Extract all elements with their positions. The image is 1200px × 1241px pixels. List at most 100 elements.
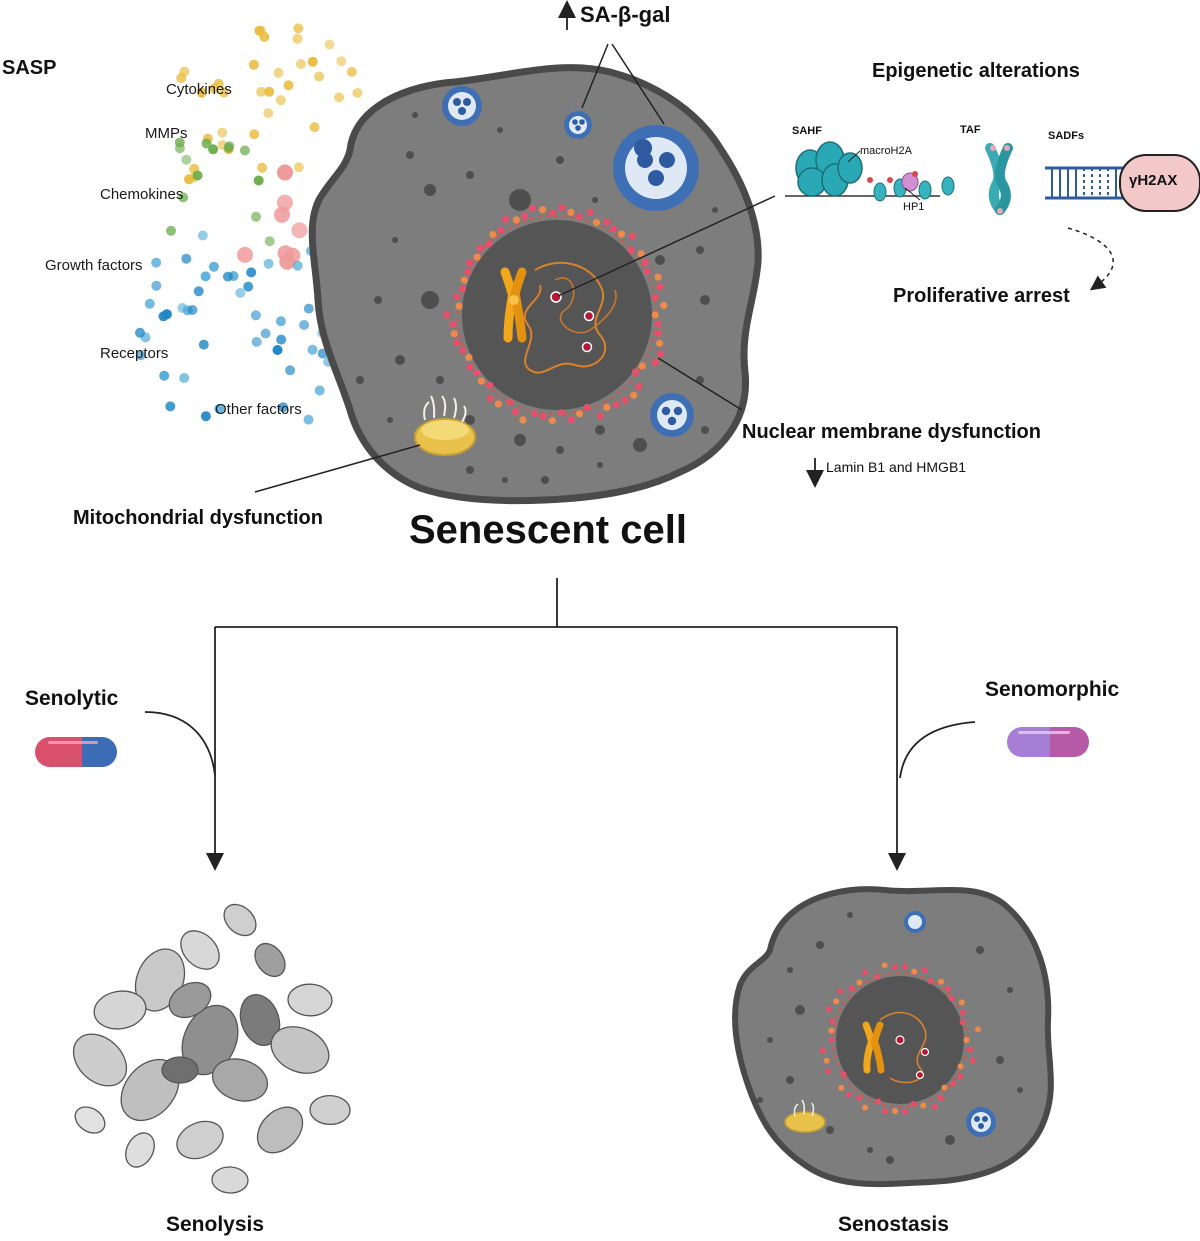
sasp-dot	[256, 86, 267, 97]
lamina-bead	[938, 978, 945, 985]
granule	[556, 156, 564, 164]
lamina-bead	[654, 273, 662, 281]
lamina-bead	[967, 1046, 974, 1053]
lamina-bead	[828, 1037, 835, 1043]
lamina-bead	[460, 276, 468, 284]
lamina-bead	[521, 212, 529, 220]
sasp-dot	[303, 303, 314, 314]
sasp-dot	[295, 59, 306, 70]
lamina-bead	[464, 268, 472, 276]
sasp-dot	[181, 154, 192, 165]
lamina-bead	[506, 398, 514, 406]
lamina-bead	[477, 377, 485, 385]
granule	[395, 355, 405, 365]
lamina-bead	[958, 999, 965, 1006]
lamina-bead	[575, 410, 584, 418]
lamina-bead	[856, 1095, 863, 1101]
sasp-dot	[277, 164, 293, 181]
sasp-dot	[283, 80, 294, 91]
sasp-dot	[249, 129, 260, 140]
page-title: Senescent cell	[409, 508, 687, 552]
lamina-bead	[840, 1071, 847, 1078]
lamina-bead	[862, 1104, 868, 1111]
granule	[436, 376, 444, 384]
granule	[424, 184, 436, 196]
chromosome-icon	[500, 267, 527, 343]
sasp-dot	[200, 411, 211, 422]
sadfs-label: SADFs	[1048, 130, 1085, 142]
sasp-item-chemokines: Chemokines	[100, 186, 184, 203]
debris-fragment	[211, 1058, 269, 1102]
sasp-dot	[303, 414, 314, 425]
senolytic-label: Senolytic	[25, 687, 119, 710]
lamina-bead	[637, 250, 645, 258]
debris-fragment	[168, 981, 212, 1019]
lamina-bead	[603, 403, 611, 411]
granule	[514, 434, 526, 446]
granule	[466, 171, 474, 179]
mitochondrion-icon	[414, 395, 476, 456]
lamina-bead	[567, 416, 575, 424]
granule	[502, 477, 508, 483]
sasp-dot	[193, 286, 204, 297]
lamina-bead	[654, 320, 662, 328]
granule	[696, 246, 704, 254]
lamina-bead	[902, 963, 908, 970]
sasp-dot	[151, 280, 162, 291]
lamina-bead	[920, 1102, 927, 1109]
lamina-bead	[631, 368, 640, 376]
sasp-dot	[218, 87, 229, 98]
granule	[996, 1056, 1004, 1064]
lamina-bead	[901, 1108, 908, 1115]
lamina-bead	[656, 339, 664, 347]
debris-fragment	[239, 994, 281, 1046]
lamina-bead	[486, 381, 494, 389]
lamina-bead	[529, 204, 537, 212]
nucleus	[462, 220, 652, 410]
sasp-dot	[291, 222, 308, 239]
lamina-bead	[948, 995, 955, 1002]
lamina-bead	[567, 208, 575, 216]
sasp-dot	[222, 271, 233, 282]
lamina-bead	[635, 383, 643, 391]
sasp-dot	[324, 39, 335, 50]
sasp-dot	[299, 320, 310, 330]
lamina-bead	[819, 1047, 826, 1054]
lamina-bead	[486, 395, 494, 403]
lamina-bead	[651, 293, 659, 301]
sasp-dot	[192, 170, 203, 181]
lamina-bead	[910, 1101, 917, 1107]
debris-fragment	[309, 1094, 351, 1126]
debris-fragment	[180, 930, 220, 970]
sahf-illustration	[785, 141, 955, 202]
lamina-bead	[617, 230, 626, 238]
debris-fragment	[161, 1056, 199, 1084]
sasp-item-mmps: MMPs	[145, 125, 188, 142]
lamina-bead	[643, 267, 651, 276]
lamina-bead	[473, 253, 481, 261]
granule	[767, 1037, 773, 1043]
sasp-dot	[177, 303, 188, 313]
lamina-bead	[892, 1108, 899, 1114]
sasp-dot	[201, 138, 212, 149]
debris-fragment	[223, 903, 257, 937]
lamina-bead	[882, 1108, 889, 1115]
lamina-bead	[950, 1080, 957, 1087]
lamina-bead	[548, 209, 557, 217]
sasp-dot	[246, 267, 257, 278]
lamina-bead	[660, 301, 668, 309]
lamina-bead	[825, 1006, 832, 1013]
granule	[795, 1005, 805, 1015]
sasp-dot	[161, 309, 172, 320]
sasp-dot	[196, 87, 207, 98]
lamina-bead	[656, 283, 664, 291]
lamina-bead	[941, 1084, 948, 1091]
gh2ax-box	[1119, 154, 1200, 212]
sasp-dot	[253, 175, 264, 186]
sasp-dot	[272, 345, 283, 355]
lamina-bead	[627, 246, 635, 254]
sa-beta-gal-label: SA-β-gal	[580, 2, 671, 27]
lamina-bead	[845, 1091, 852, 1098]
